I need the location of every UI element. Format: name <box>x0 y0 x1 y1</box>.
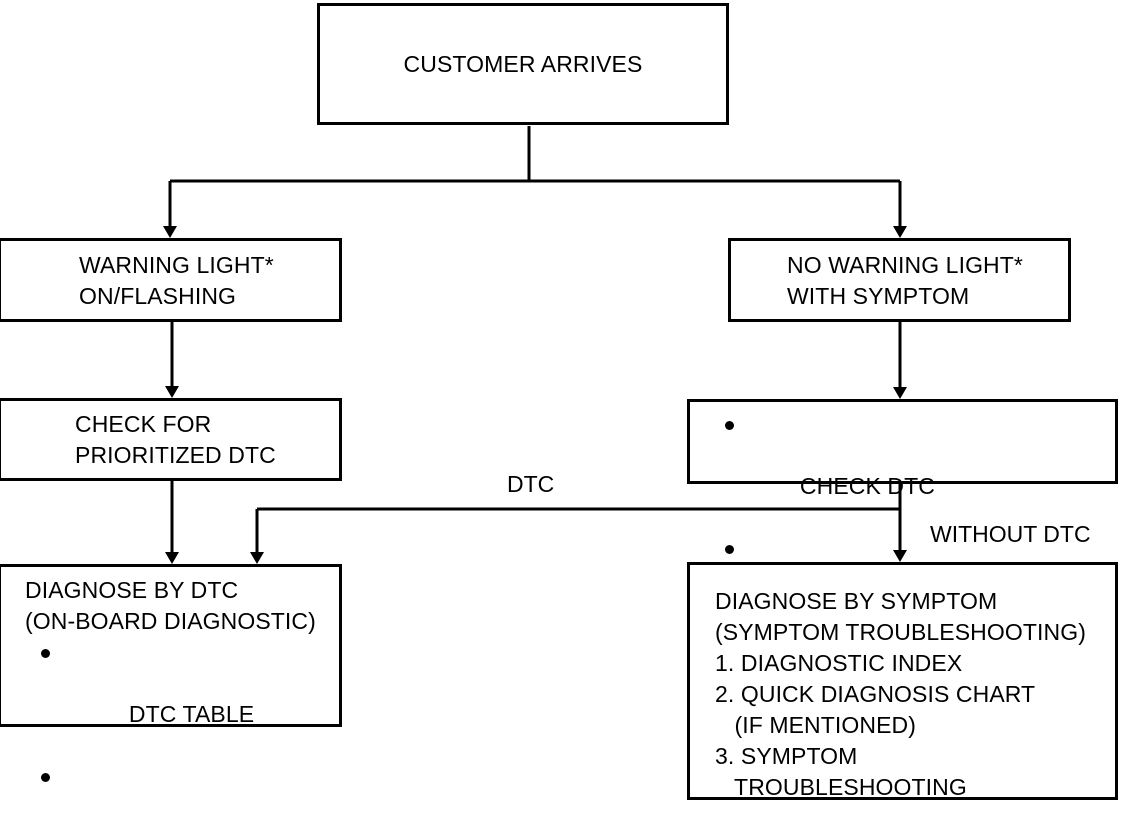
node-customer-arrives[interactable]: CUSTOMER ARRIVES <box>317 3 729 125</box>
node-check-prioritized-dtc-line1: CHECK FOR <box>75 411 212 437</box>
node-diagnose-by-symptom-item-3: 3. SYMPTOM <box>715 743 858 769</box>
node-no-warning-light-line1: NO WARNING LIGHT* <box>787 252 1023 278</box>
node-customer-arrives-label: CUSTOMER ARRIVES <box>403 50 643 77</box>
bullet-dot-icon <box>725 545 734 554</box>
edge-label-without-dtc: WITHOUT DTC <box>930 521 1091 547</box>
node-diagnose-by-symptom-item-3b: TROUBLESHOOTING <box>715 774 967 800</box>
node-diagnose-by-dtc-line1: DIAGNOSE BY DTC <box>25 577 239 603</box>
node-check-prioritized-dtc-line2: PRIORITIZED DTC <box>75 442 276 468</box>
edge-label-dtc: DTC <box>507 471 555 497</box>
bullet-dot-icon <box>725 421 734 430</box>
node-diagnose-by-symptom-item-2b: (IF MENTIONED) <box>715 712 917 738</box>
node-diagnose-by-symptom-item-1: 1. DIAGNOSTIC INDEX <box>715 650 963 676</box>
bullet-dot-icon <box>41 649 50 658</box>
node-no-warning-light-line2: WITH SYMPTOM <box>787 283 970 309</box>
bullet-dot-icon <box>41 773 50 782</box>
footnote: *: INDICATOR LIGHTS AND WARNING LIGHTS T… <box>6 760 472 824</box>
node-diagnose-by-dtc-line2: (ON-BOARD DIAGNOSTIC) <box>25 608 316 634</box>
node-diagnose-by-dtc-bullet-1: DTC <box>39 761 339 824</box>
node-no-warning-light[interactable]: NO WARNING LIGHT* WITH SYMPTOM <box>728 238 1071 322</box>
node-check-dtc-tests[interactable]: CHECK DTC IGNITION ON TEST, IDLING TEST <box>687 399 1118 685</box>
node-diagnose-by-dtc-bullet-0: DTC TABLE <box>39 637 339 761</box>
node-diagnose-by-symptom-line2: (SYMPTOM TROUBLESHOOTING) <box>715 619 1086 645</box>
node-warning-light-line1: WARNING LIGHT* <box>79 252 274 278</box>
node-diagnose-by-symptom[interactable]: DIAGNOSE BY SYMPTOM (SYMPTOM TROUBLESHOO… <box>687 562 1118 800</box>
node-check-dtc-tests-bullet-0: CHECK DTC <box>723 409 1115 533</box>
node-warning-light[interactable]: WARNING LIGHT* ON/FLASHING <box>0 238 342 322</box>
node-check-prioritized-dtc[interactable]: CHECK FOR PRIORITIZED DTC <box>0 398 342 481</box>
node-warning-light-line2: ON/FLASHING <box>79 283 237 309</box>
node-diagnose-by-symptom-item-2: 2. QUICK DIAGNOSIS CHART <box>715 681 1036 707</box>
node-diagnose-by-dtc[interactable]: DIAGNOSE BY DTC (ON-BOARD DIAGNOSTIC) DT… <box>0 564 342 782</box>
node-diagnose-by-symptom-line1: DIAGNOSE BY SYMPTOM <box>715 588 998 614</box>
